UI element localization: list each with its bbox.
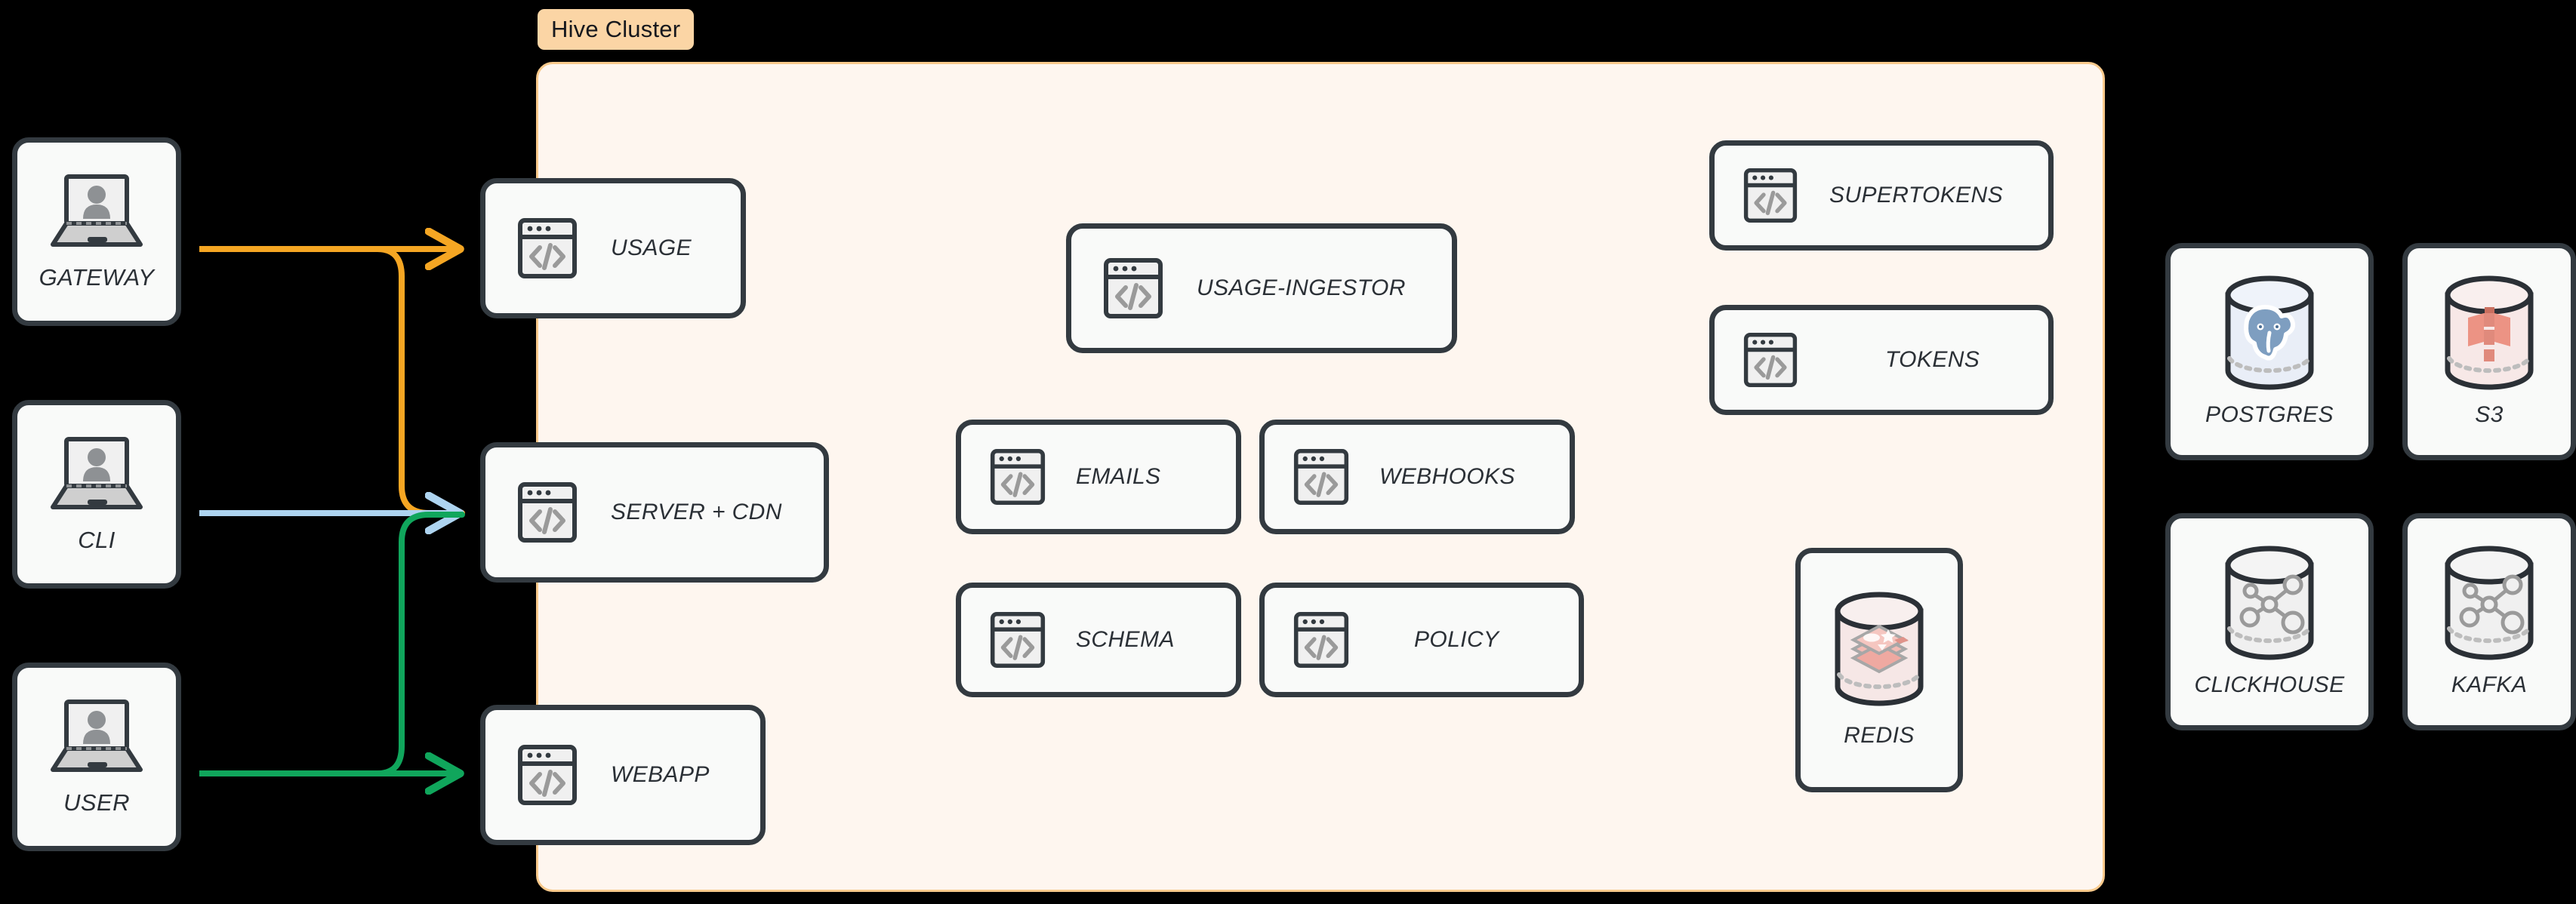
edge-gateway-to-server-cdn [374, 246, 465, 516]
laptop-icon [47, 172, 146, 251]
service-node-emails[interactable]: EMAILS [956, 420, 1241, 534]
service-label: WEBAPP [611, 762, 710, 787]
datastore-node-kafka[interactable]: KAFKA [2402, 513, 2576, 730]
service-node-tokens[interactable]: TOKENS [1709, 305, 2054, 415]
datastore-node-s3[interactable]: S3 [2402, 243, 2576, 460]
datastore-node-redis[interactable]: REDIS [1795, 548, 1963, 792]
datastore-label: KAFKA [2451, 672, 2528, 697]
datastore-label: POSTGRES [2205, 402, 2334, 427]
service-label: WEBHOOKS [1379, 464, 1515, 489]
datastore-label: S3 [2475, 402, 2504, 427]
client-node-gateway[interactable]: GATEWAY [12, 137, 181, 326]
code-window-icon [990, 611, 1046, 669]
laptop-icon [47, 435, 146, 513]
code-window-icon [517, 744, 578, 806]
code-window-icon [1103, 257, 1163, 319]
service-label: USAGE [611, 235, 692, 260]
s3-cylinder-icon [2436, 275, 2543, 390]
client-node-cli[interactable]: CLI [12, 400, 181, 589]
service-label: USAGE-INGESTOR [1197, 275, 1406, 300]
code-window-icon [517, 481, 578, 543]
laptop-icon [47, 697, 146, 776]
service-node-webhooks[interactable]: WEBHOOKS [1259, 420, 1575, 534]
datastore-label: REDIS [1844, 723, 1915, 748]
datastore-node-postgres[interactable]: POSTGRES [2165, 243, 2374, 460]
datastore-node-clickhouse[interactable]: CLICKHOUSE [2165, 513, 2374, 730]
service-label: SUPERTOKENS [1829, 183, 2004, 208]
service-label: EMAILS [1076, 464, 1161, 489]
client-node-user[interactable]: USER [12, 663, 181, 851]
code-window-icon [1743, 332, 1798, 388]
client-label: USER [63, 789, 130, 816]
client-label: CLI [78, 527, 116, 553]
code-window-icon [990, 448, 1046, 506]
postgres-cylinder-icon [2216, 275, 2323, 390]
service-label: TOKENS [1885, 347, 1980, 372]
redis-cylinder-icon [1826, 592, 1933, 706]
service-label: POLICY [1414, 627, 1499, 652]
service-label: SCHEMA [1076, 627, 1175, 652]
datastore-label: CLICKHOUSE [2194, 672, 2345, 697]
hive-cluster-label: Hive Cluster [538, 9, 695, 50]
code-window-icon [1293, 448, 1349, 506]
generic-cylinder-icon [2436, 546, 2543, 660]
service-node-usage[interactable]: USAGE [480, 178, 746, 318]
service-node-usage-ingestor[interactable]: USAGE-INGESTOR [1066, 223, 1457, 353]
service-label: SERVER + CDN [611, 500, 782, 524]
edge-user-to-server-cdn [374, 512, 465, 776]
code-window-icon [1743, 168, 1798, 223]
code-window-icon [1293, 611, 1349, 669]
service-node-server-cdn[interactable]: SERVER + CDN [480, 442, 829, 583]
generic-cylinder-icon [2216, 546, 2323, 660]
service-node-supertokens[interactable]: SUPERTOKENS [1709, 140, 2054, 251]
service-node-policy[interactable]: POLICY [1259, 583, 1584, 697]
service-node-webapp[interactable]: WEBAPP [480, 705, 766, 845]
code-window-icon [517, 217, 578, 279]
client-label: GATEWAY [39, 264, 155, 291]
service-node-schema[interactable]: SCHEMA [956, 583, 1241, 697]
